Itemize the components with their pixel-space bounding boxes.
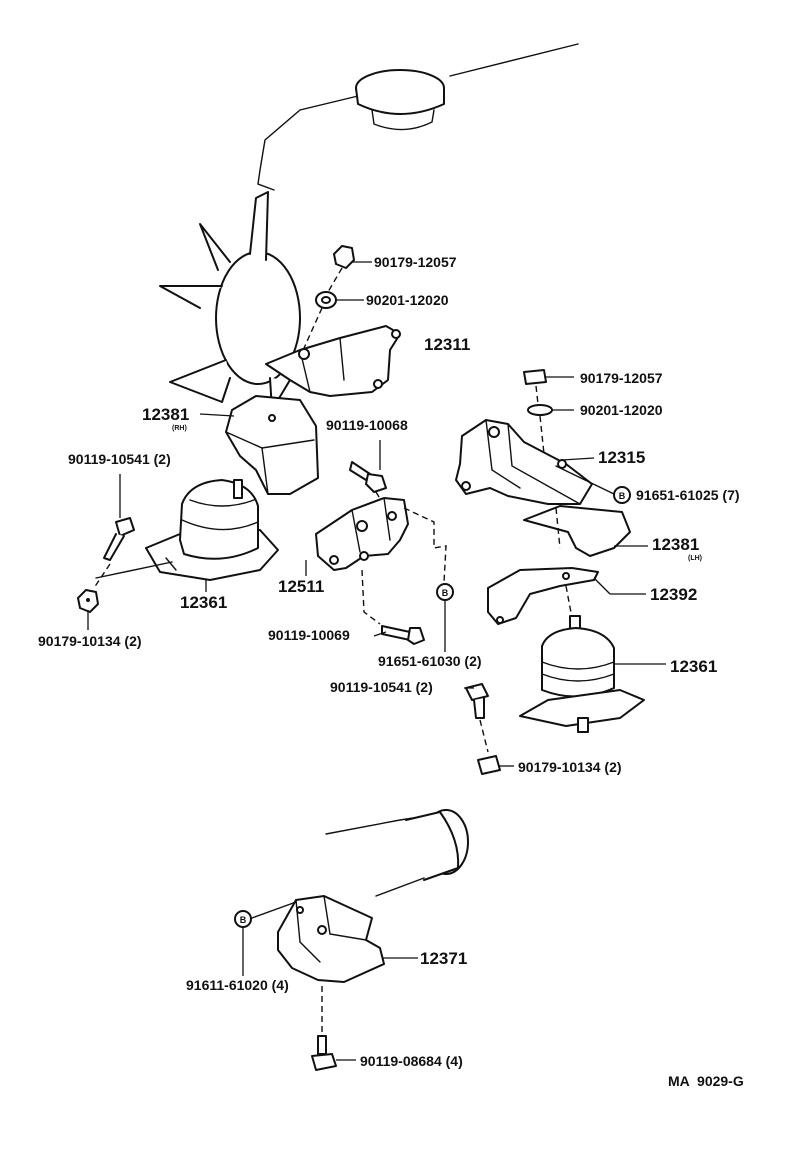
label-12361-rh: 12361 [180,593,227,612]
diagram-code: MA 9029-G [668,1073,744,1089]
nut-90179-10134-lh [477,755,514,775]
label-12311: 12311 [424,335,470,354]
label-12315: 12315 [598,448,645,467]
label-91651-61030: 91651-61030 (2) [378,653,482,669]
badge-text: B [240,915,247,925]
bolt-90119-10541-lh [464,683,489,719]
label-lh: (LH) [688,555,702,562]
bolt-90119-08684 [311,1035,356,1071]
label-90179-12057-lh: 90179-12057 [580,370,663,386]
badge-text: B [619,491,626,501]
engine-mounting-bracket-12315 [455,419,595,505]
label-rh: (RH) [172,425,187,432]
badge-b-91611-61020: B [234,910,252,928]
cooling-fan [159,191,301,411]
label-90119-10541-rh: 90119-10541 (2) [68,451,171,467]
bolt-90119-10069 [381,625,425,645]
label-91651-61025: 91651-61025 (7) [636,487,740,503]
mount-insulator-rh [225,395,319,495]
engine-mount-lh [519,615,666,733]
label-12381-rh: 12381 [142,405,189,424]
engine-outline [257,43,579,191]
label-12381-lh: 12381 [652,535,699,554]
engine-mounting-bracket-12511 [305,497,409,576]
badge-b-91651-61025: B [613,486,631,504]
badge-text: B [442,588,449,598]
label-90119-10068: 90119-10068 [326,417,408,433]
label-90119-08684: 90119-08684 (4) [360,1053,463,1069]
nut-90179-10134-rh [77,589,99,630]
engine-rear-mount-12371 [277,895,418,983]
engine-mounting-bracket-rh [265,325,401,397]
washer-90201-12020-rh [315,291,364,309]
nut-90179-12057-lh [523,369,574,385]
mount-insulator-lh [523,505,648,557]
transmission-extension [325,809,469,897]
bolt-90119-10541-rh [103,474,135,561]
label-12371: 12371 [420,949,467,968]
label-90179-10134-rh: 90179-10134 (2) [38,633,142,649]
label-90201-12020-lh: 90201-12020 [580,402,663,418]
label-91611-61020: 91611-61020 (4) [186,977,289,993]
label-90119-10069: 90119-10069 [268,627,350,643]
label-12361-lh: 12361 [670,657,717,676]
badge-b-91651-61030: B [436,583,454,601]
label-90179-12057-rh: 90179-12057 [374,254,457,270]
label-12392: 12392 [650,585,697,604]
label-12511: 12511 [278,577,324,596]
washer-90201-12020-lh [527,404,574,416]
bolt-90119-10068 [349,440,387,493]
label-90179-10134-lh: 90179-10134 (2) [518,759,622,775]
label-90201-12020-rh: 90201-12020 [366,292,449,308]
label-90119-10541-lh: 90119-10541 (2) [330,679,433,695]
engine-mount-rh [145,479,279,592]
nut-90179-12057-rh [333,245,372,269]
engine-mounting-bracket-12392 [487,567,646,625]
